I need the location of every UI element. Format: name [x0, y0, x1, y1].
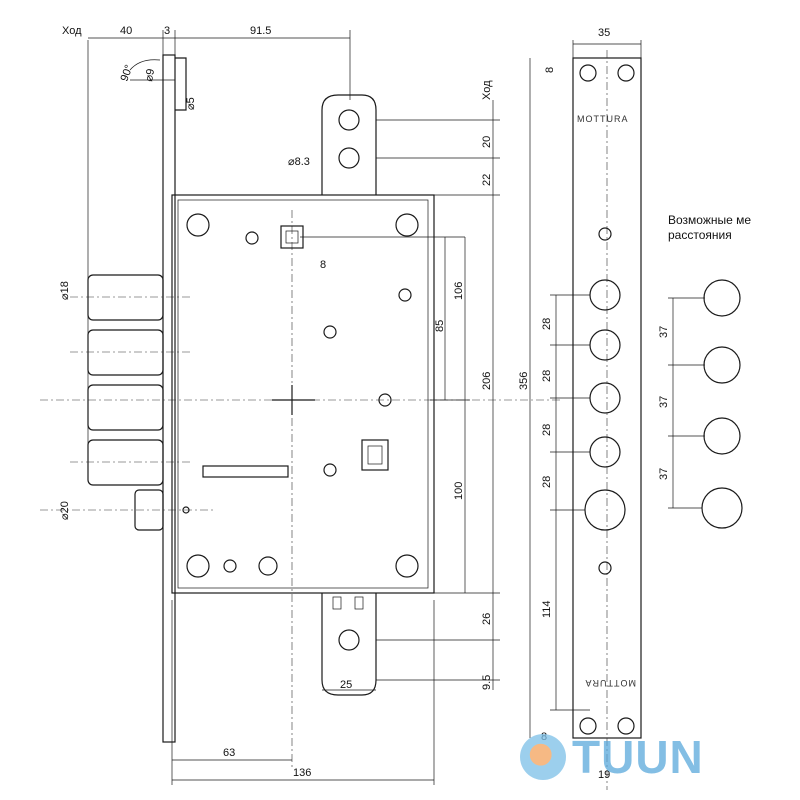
watermark-text: TUUN [572, 731, 704, 783]
deadbolts [40, 274, 560, 531]
dim-37-3: 37 [658, 468, 670, 480]
dim-85: 85 [434, 320, 446, 332]
dim-19: 19 [598, 769, 610, 781]
stroke-label-right: Ход [481, 80, 493, 100]
dim-3: 3 [164, 25, 170, 37]
dim-63: 63 [223, 747, 235, 759]
dim-25: 25 [340, 679, 352, 691]
dim-dia-18: ⌀18 [59, 281, 71, 300]
brand-mark-bottom: MOTTURA [585, 678, 637, 688]
dim-8-top: 8 [544, 67, 556, 73]
dim-91-5: 91.5 [250, 25, 271, 37]
dim-9-5: 9.5 [481, 675, 493, 690]
dimension-lines [171, 100, 500, 785]
dim-100: 100 [453, 482, 465, 500]
dim-dia-8-3: ⌀8.3 [288, 156, 310, 168]
stroke-label-left: Ход [62, 25, 82, 37]
dim-22: 22 [481, 174, 493, 186]
dim-dia-5: ⌀5 [185, 97, 197, 110]
faceplate-front-view [529, 40, 642, 790]
dim-114: 114 [541, 600, 553, 618]
dim-40: 40 [120, 25, 132, 37]
dim-28-2: 28 [541, 370, 553, 382]
dim-28-4: 28 [541, 476, 553, 488]
alternative-distances-note: Возможные ме расстояния [668, 213, 751, 243]
dim-37-1: 37 [658, 326, 670, 338]
dim-37-2: 37 [658, 396, 670, 408]
dim-sq-8: 8 [320, 259, 326, 271]
note-line-1: Возможные ме [668, 213, 752, 227]
dim-20: 20 [481, 136, 493, 148]
dim-35: 35 [598, 27, 610, 39]
watermark-logo-icon [520, 734, 566, 780]
dim-106: 106 [453, 282, 465, 300]
brand-mark-top: MOTTURA [577, 114, 629, 124]
dim-26: 26 [481, 613, 493, 625]
lock-edge-view [87, 30, 351, 743]
note-line-2: расстояния [668, 228, 732, 242]
alternative-holes [668, 279, 743, 529]
dim-206: 206 [481, 372, 493, 390]
dim-dia-20: ⌀20 [59, 501, 71, 520]
dim-136: 136 [293, 767, 311, 779]
dim-28-1: 28 [541, 318, 553, 330]
watermark: TUUN [520, 730, 704, 784]
dim-28-3: 28 [541, 424, 553, 436]
dim-356: 356 [518, 372, 530, 390]
dim-dia-9: ⌀9 [143, 68, 157, 83]
dim-angle-90: 90° [119, 63, 136, 83]
lock-case [171, 94, 435, 770]
